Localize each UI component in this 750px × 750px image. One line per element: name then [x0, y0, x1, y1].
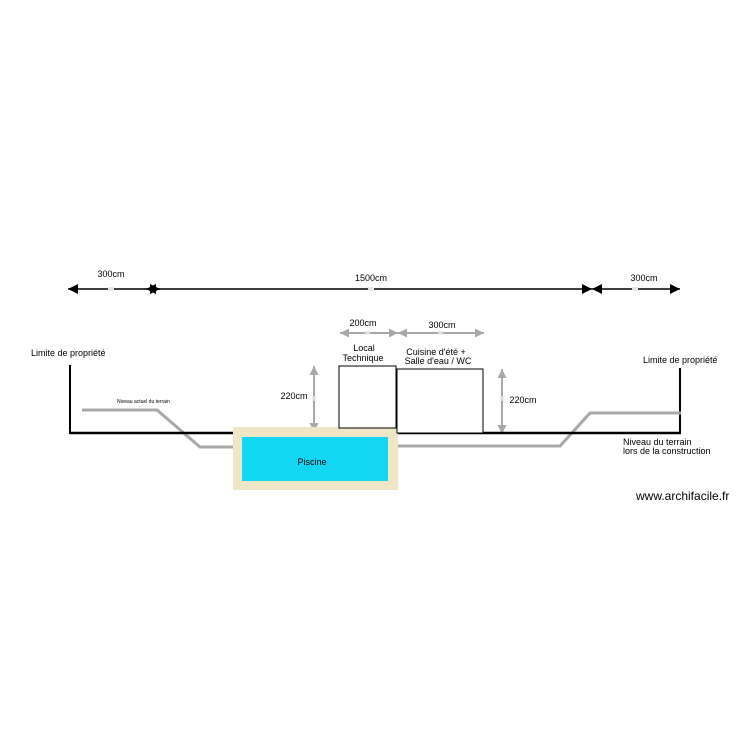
dimension-right-height-label: 220cm — [509, 395, 536, 405]
kitchen-label-line2: Salle d'eau / WC — [405, 356, 472, 366]
property-limit-left-label: Limite de propriété — [31, 348, 106, 358]
watermark-text[interactable]: www.archifacile.fr — [635, 489, 729, 503]
property-limit-right-label: Limite de propriété — [643, 355, 718, 365]
summer-kitchen-building — [396, 368, 484, 434]
dimension-local-width: 200cm — [340, 318, 398, 338]
local-technique-building — [338, 365, 397, 429]
dimension-left-setback: 300cm — [68, 269, 160, 294]
current-terrain-line-right — [398, 411, 681, 448]
local-label-line2: Technique — [342, 353, 383, 363]
dimension-kitchen-width-label: 300cm — [428, 320, 455, 330]
construction-ground-label-line1: Niveau du terrain — [623, 437, 692, 447]
pool-water — [242, 437, 388, 481]
kitchen-label-line1: Cuisine d'été + — [406, 347, 466, 357]
current-terrain-line-left — [82, 408, 233, 449]
dimension-left-setback-label: 300cm — [97, 269, 124, 279]
current-ground-label: Niveau actuel du terrain — [117, 399, 170, 405]
pool-label: Piscine — [297, 457, 326, 467]
dimension-left-height-label: 220cm — [280, 391, 307, 401]
dimension-right-setback: 300cm — [592, 273, 680, 294]
dimension-local-width-label: 200cm — [349, 318, 376, 328]
dimension-total-length-label: 1500cm — [355, 273, 387, 283]
dimension-left-height: 220cm — [280, 366, 319, 432]
dimension-right-setback-label: 300cm — [630, 273, 657, 283]
dimension-total-length: 1500cm — [146, 273, 592, 294]
dimension-kitchen-width: 300cm — [398, 320, 484, 338]
local-label-line1: Local — [353, 343, 375, 353]
construction-ground-label-line2: lors de la construction — [623, 446, 711, 456]
dimension-right-height: 220cm — [497, 369, 537, 434]
